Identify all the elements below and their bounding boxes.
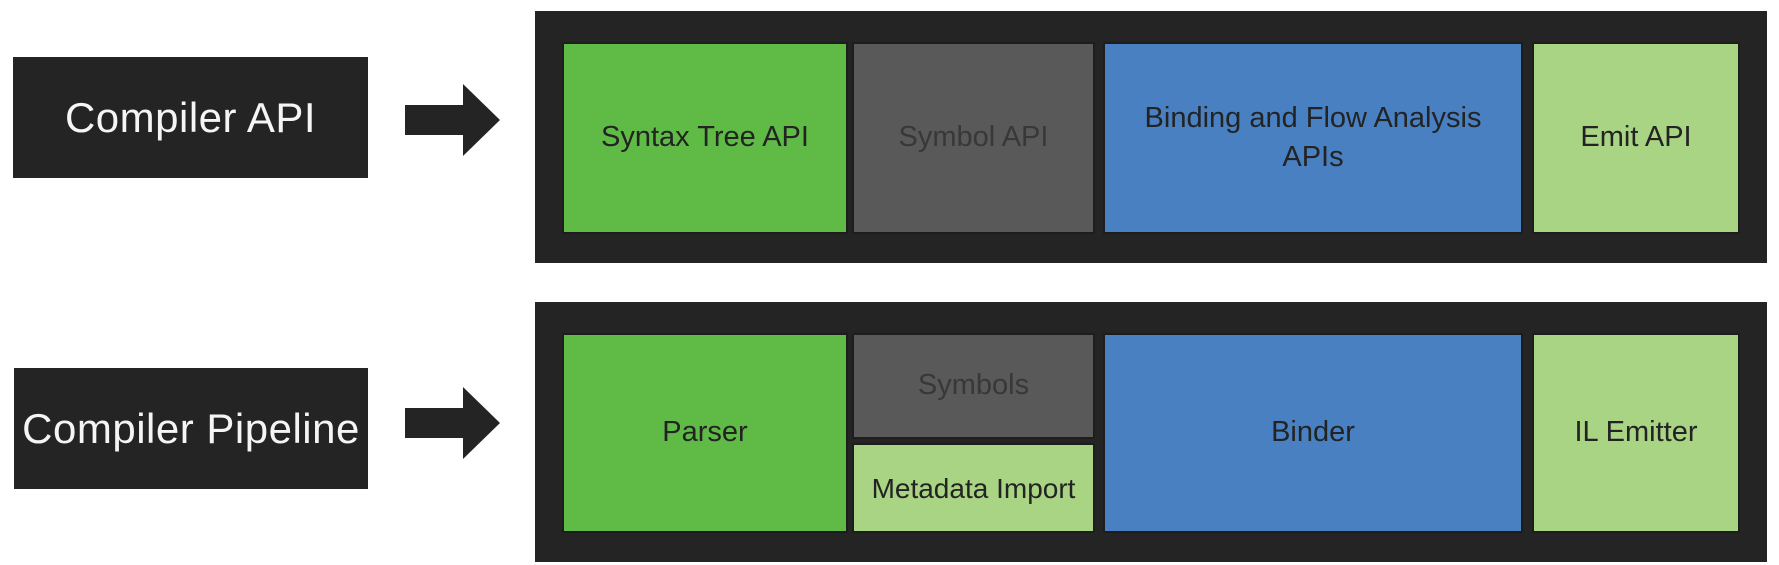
- compiler-api-container: Syntax Tree API Symbol API Binding and F…: [535, 11, 1767, 263]
- box-emit-api: Emit API: [1532, 42, 1740, 234]
- box-binding-flow-analysis-apis: Binding and Flow Analysis APIs: [1103, 42, 1523, 234]
- box-emit-api-text: Emit API: [1580, 121, 1692, 154]
- symbols-metadata-column: Symbols Metadata Import: [852, 333, 1095, 533]
- box-parser: Parser: [562, 333, 848, 533]
- box-metadata-import: Metadata Import: [852, 443, 1095, 533]
- box-symbol-api: Symbol API: [852, 42, 1095, 234]
- compiler-api-label-text: Compiler API: [64, 93, 317, 141]
- box-syntax-tree-api-text: Syntax Tree API: [601, 121, 809, 154]
- compiler-pipeline-container: Parser Symbols Metadata Import Binder IL…: [535, 302, 1767, 562]
- arrow-right-icon-svg: [405, 84, 500, 156]
- box-metadata-import-text: Metadata Import: [871, 472, 1076, 504]
- box-il-emitter-text: IL Emitter: [1574, 416, 1698, 449]
- box-parser-text: Parser: [662, 416, 748, 449]
- box-binder-text: Binder: [1271, 416, 1355, 449]
- arrow-right-icon: [405, 387, 500, 459]
- box-binding-flow-analysis-apis-text: Binding and Flow Analysis APIs: [1144, 101, 1482, 173]
- box-syntax-tree-api: Syntax Tree API: [562, 42, 848, 234]
- compiler-api-label: Compiler API: [13, 57, 368, 178]
- box-symbols-text: Symbols: [917, 369, 1030, 402]
- box-symbols: Symbols: [852, 333, 1095, 439]
- box-il-emitter: IL Emitter: [1532, 333, 1740, 533]
- box-symbol-api-text: Symbol API: [898, 121, 1049, 154]
- compiler-pipeline-label-text: Compiler Pipeline: [22, 404, 360, 452]
- arrow-right-icon-svg: [405, 387, 500, 459]
- compiler-pipeline-label: Compiler Pipeline: [14, 368, 368, 489]
- box-binder: Binder: [1103, 333, 1523, 533]
- arrow-right-icon: [405, 84, 500, 156]
